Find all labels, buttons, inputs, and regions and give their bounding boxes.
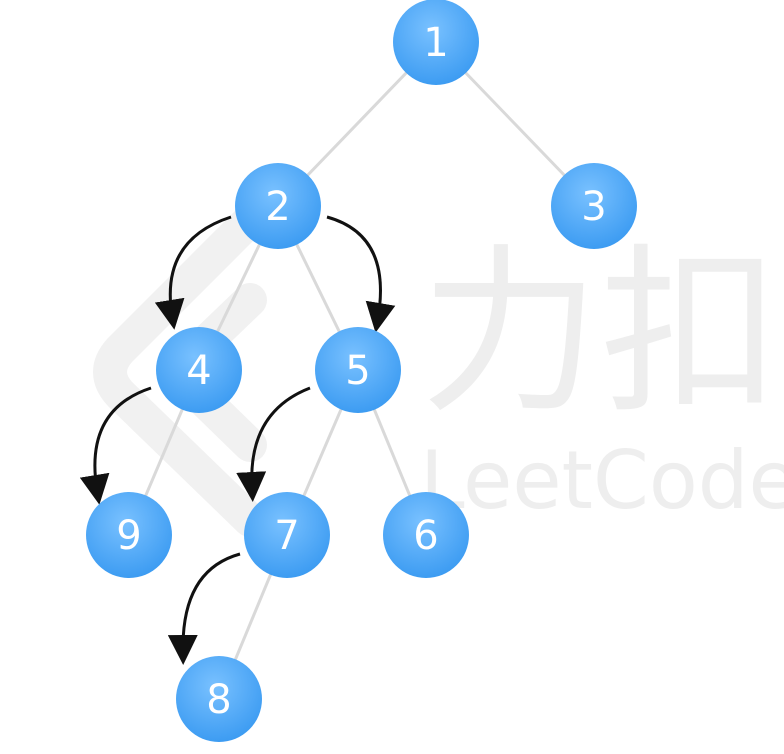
node-label: 9 (116, 513, 141, 559)
node-label: 7 (274, 513, 299, 559)
tree-node-7: 7 (244, 492, 330, 578)
tree-node-3: 3 (551, 163, 637, 249)
tree-node-6: 6 (383, 492, 469, 578)
node-label: 1 (423, 20, 448, 66)
arrow-n2-n4 (154, 215, 232, 330)
watermark-brand-en: LeetCode (420, 434, 784, 527)
node-label: 3 (581, 184, 606, 230)
node-label: 4 (186, 348, 211, 394)
node-circle (86, 492, 172, 578)
tree-node-4: 4 (156, 327, 242, 413)
node-label: 6 (413, 513, 438, 559)
node-circle (244, 492, 330, 578)
tree-node-5: 5 (315, 327, 401, 413)
node-circle (156, 327, 242, 413)
node-label: 2 (265, 184, 290, 230)
node-circle (315, 327, 401, 413)
watermark-brand-cn: 力扣 (420, 229, 780, 438)
node-circle (383, 492, 469, 578)
node-label: 5 (345, 348, 370, 394)
arrow-n2-n5 (326, 215, 396, 333)
node-circle (393, 0, 479, 85)
arrow-n7-n8 (167, 552, 241, 665)
tree-nodes: 1 2 3 4 5 9 7 6 8 (86, 0, 637, 742)
node-circle (551, 163, 637, 249)
node-label: 8 (206, 677, 231, 723)
tree-node-9: 9 (86, 492, 172, 578)
traversal-arrows (79, 215, 396, 665)
tree-node-1: 1 (393, 0, 479, 85)
tree-node-2: 2 (235, 163, 321, 249)
node-circle (235, 163, 321, 249)
arrow-n4-n9 (79, 386, 152, 505)
tree-node-8: 8 (176, 656, 262, 742)
watermark: 力扣 LeetCode (93, 203, 784, 537)
node-circle (176, 656, 262, 742)
arrow-n5-n7 (236, 386, 311, 502)
